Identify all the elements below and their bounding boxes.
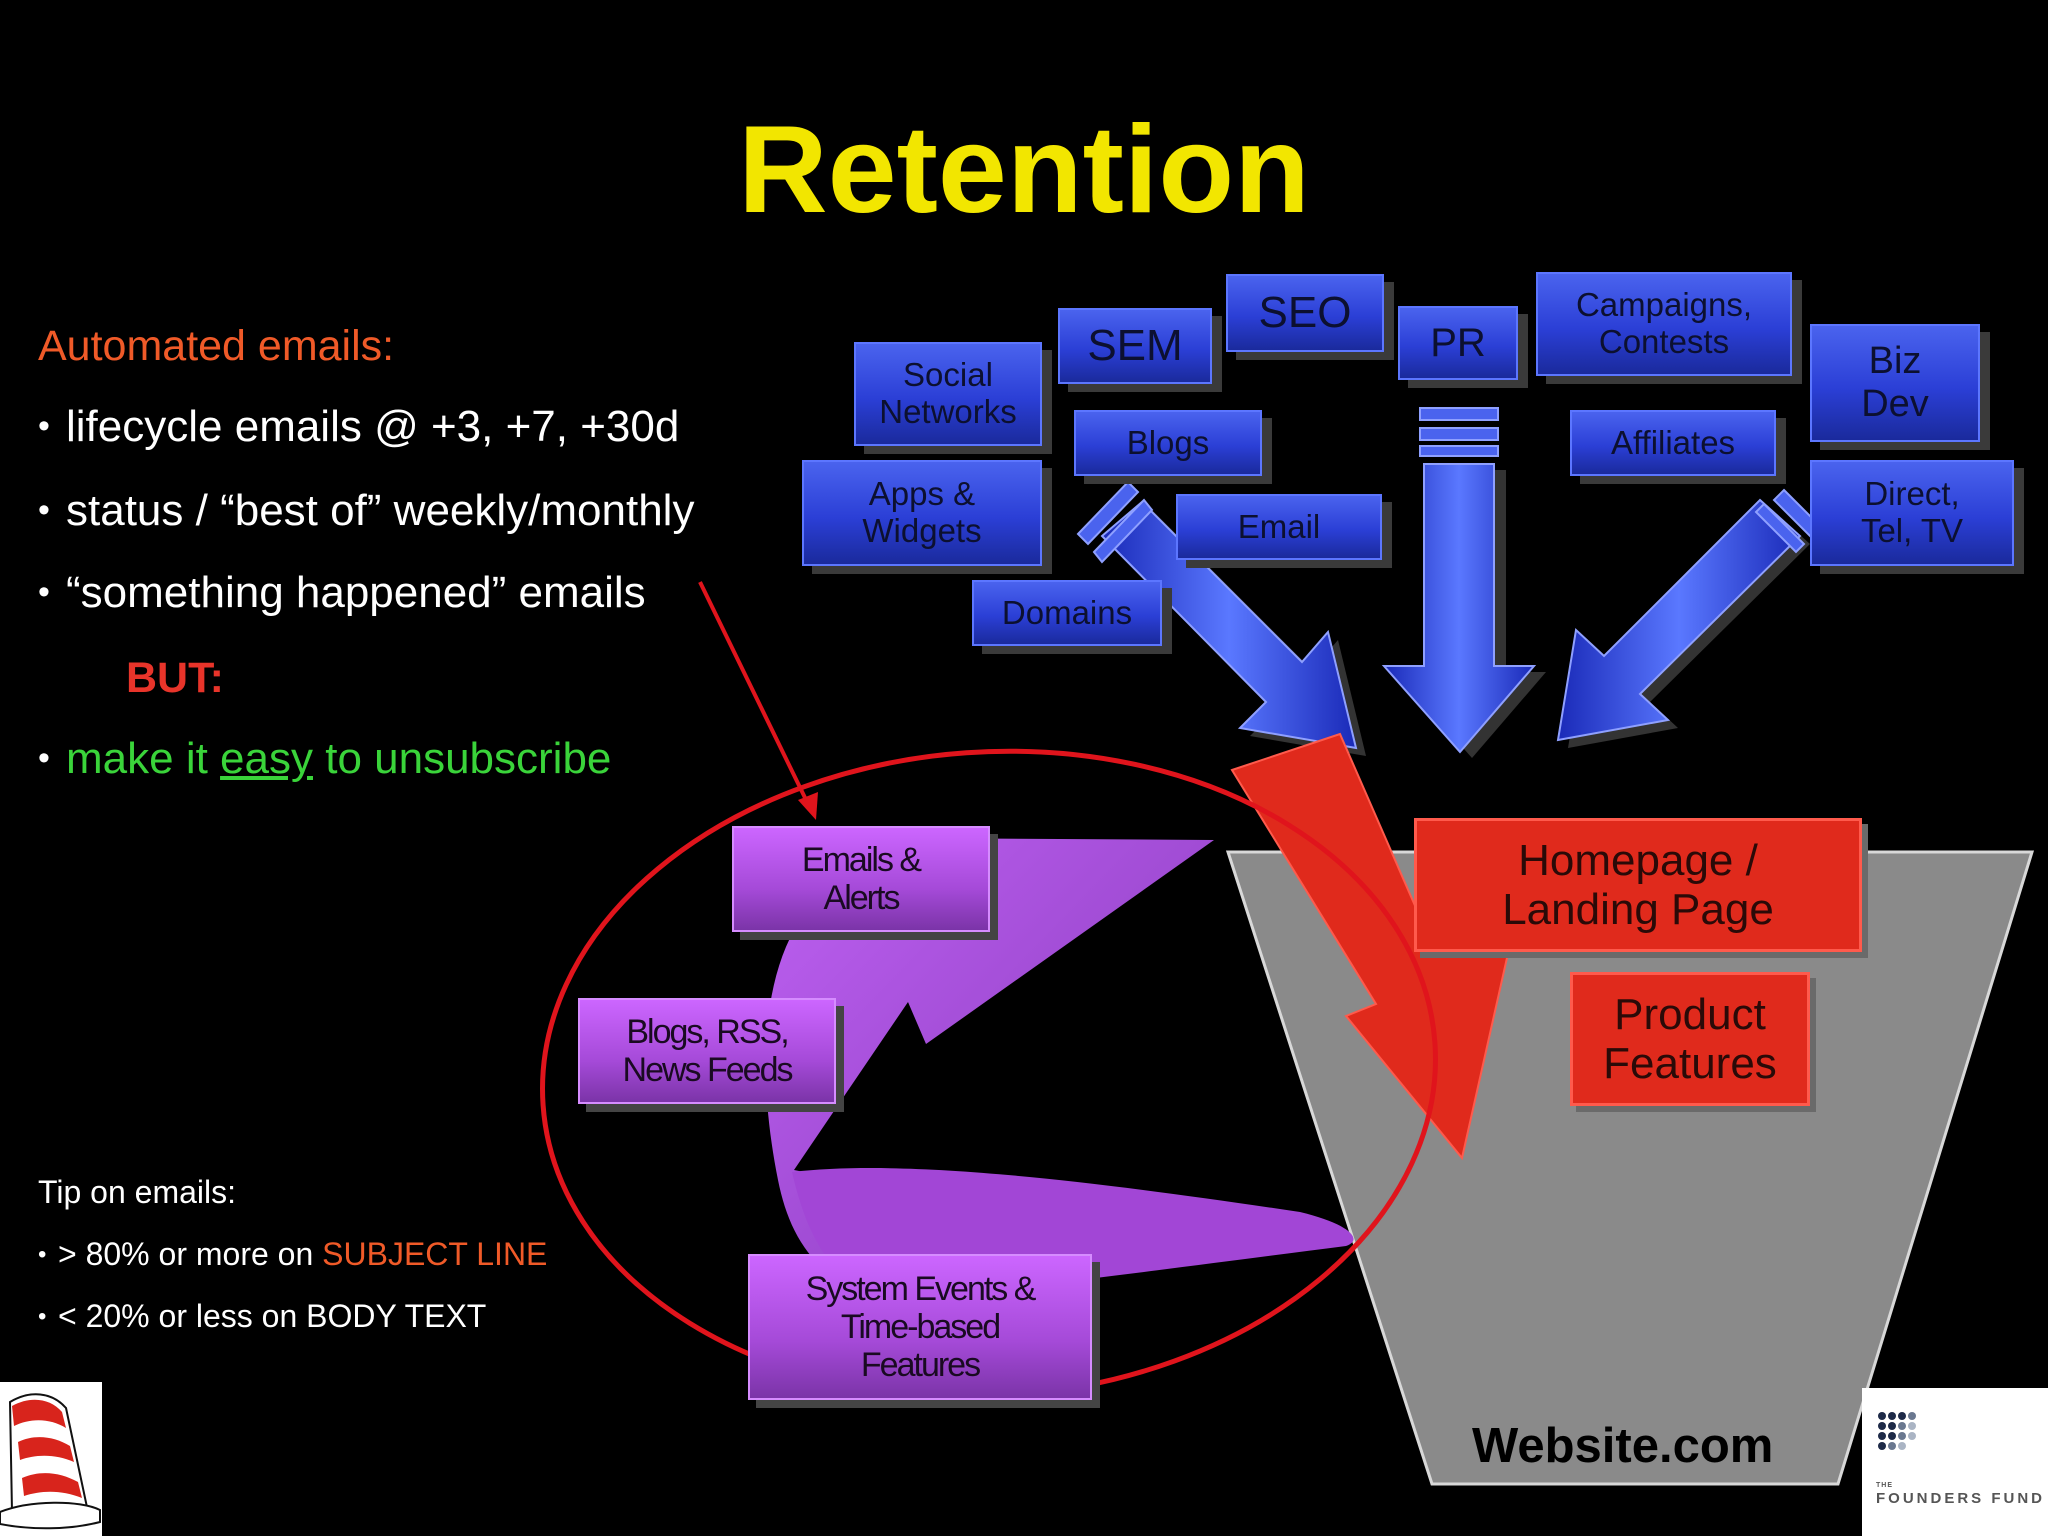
but-label: BUT: [126, 654, 224, 702]
channel-blogs: Blogs [1074, 410, 1262, 476]
channel-affiliates: Affiliates [1570, 410, 1776, 476]
channel-pr: PR [1398, 306, 1518, 380]
purple-loop-arrow [765, 838, 1214, 1300]
emails-alerts-box: Emails &Alerts [732, 826, 990, 932]
tip-heading: Tip on emails: [38, 1174, 236, 1210]
channel-campaigns: Campaigns,Contests [1536, 272, 1792, 376]
channel-email: Email [1176, 494, 1382, 560]
blogs-rss-box: Blogs, RSS,News Feeds [578, 998, 836, 1104]
slide-title: Retention [738, 101, 1310, 239]
stripe-marks-center [1419, 407, 1499, 457]
red-traffic-arrow [1230, 732, 1522, 1161]
tip-subject-line: •> 80% or more on SUBJECT LINE [38, 1236, 548, 1272]
cat-hat-logo [0, 1382, 102, 1536]
right-blue-arrow [1556, 498, 1810, 748]
bullet-lifecycle: •lifecycle emails @ +3, +7, +30d [38, 402, 680, 451]
bullet-something: •“something happened” emails [38, 568, 646, 617]
channel-seo: SEO [1226, 274, 1384, 352]
bullet-unsubscribe: •make it easy to unsubscribe [38, 734, 612, 783]
bullet-status: •status / “best of” weekly/monthly [38, 486, 695, 535]
tip-body-text: •< 20% or less on BODY TEXT [38, 1298, 487, 1334]
automated-emails-heading: Automated emails: [38, 322, 395, 370]
striped-hat-icon [0, 1393, 101, 1530]
pointer-arrowhead [798, 792, 818, 820]
channel-sem: SEM [1058, 308, 1212, 384]
channel-apps-widgets: Apps &Widgets [802, 460, 1042, 566]
dot-grid-icon [1878, 1412, 1916, 1450]
pointer-line [698, 581, 812, 809]
channel-direct-tel-tv: Direct,Tel, TV [1810, 460, 2014, 566]
channel-domains: Domains [972, 580, 1162, 646]
center-blue-arrow [1381, 463, 1546, 758]
website-label: Website.com [1472, 1419, 1774, 1473]
homepage-landing-page: Homepage /Landing Page [1414, 818, 1862, 952]
stripe-marks-left [1076, 480, 1154, 564]
